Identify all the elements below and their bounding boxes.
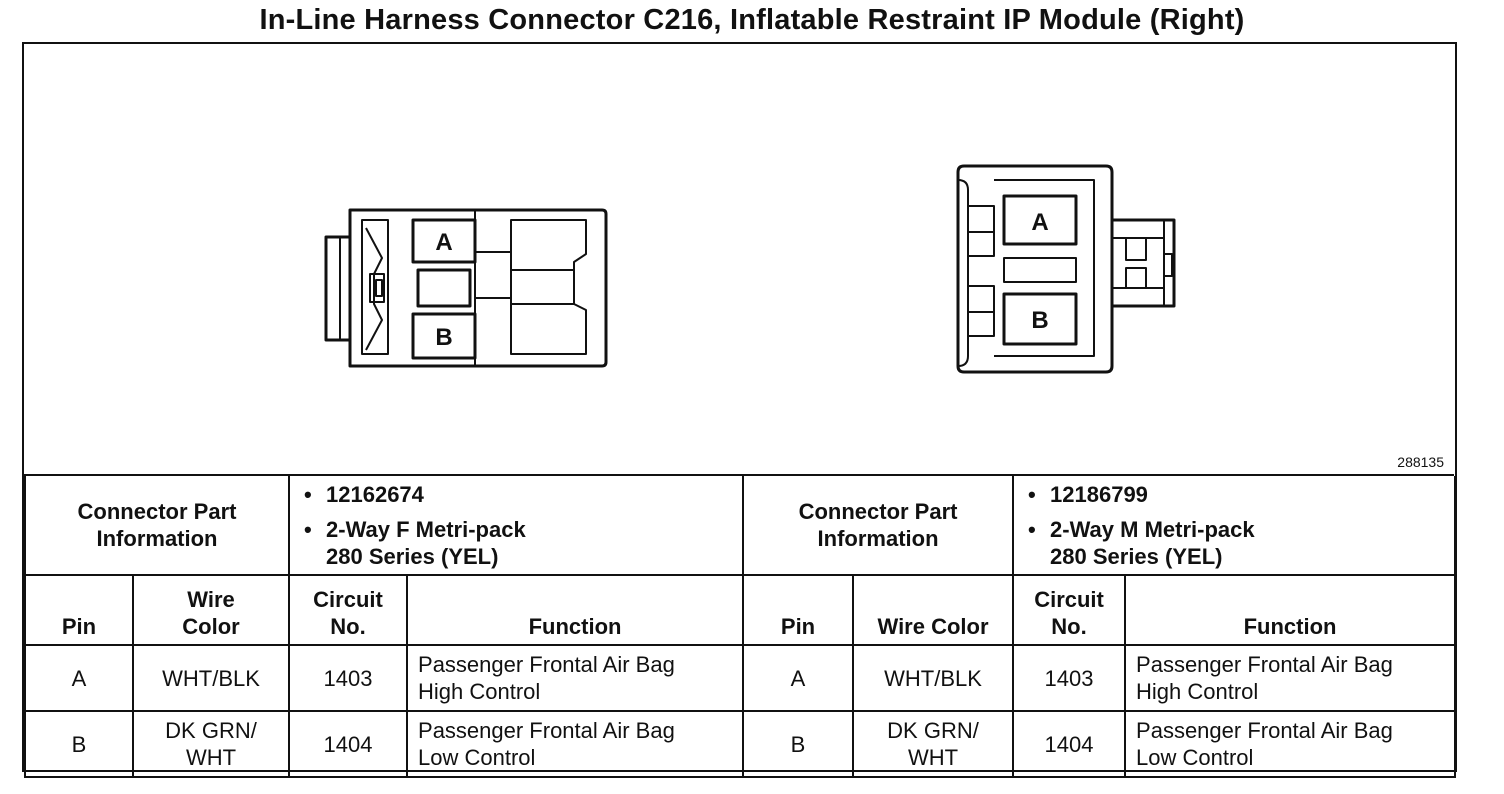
header-wire-color-left: Wire Color xyxy=(131,574,291,646)
connector-sheet: A B A B 288135 Connector Part Informatio… xyxy=(22,42,1457,778)
right-pin-a-label: A xyxy=(1031,209,1048,236)
pin-cell: B xyxy=(24,710,134,778)
function-cell: Passenger Frontal Air Bag High Control xyxy=(1124,644,1457,712)
right-pin-b-label: B xyxy=(1031,307,1048,334)
wire-color-cell: WHT/BLK xyxy=(852,644,1015,712)
terminal-a xyxy=(1002,194,1078,246)
connector-pin-table: Connector Part Information 12162674 2-Wa… xyxy=(23,476,1457,778)
header-pin-right: Pin xyxy=(742,574,855,646)
circuit-cell: 1403 xyxy=(1012,644,1127,712)
part-description-left: 2-Way F Metri-pack 280 Series (YEL) xyxy=(304,516,736,570)
left-pin-a-label: A xyxy=(435,229,452,256)
table-row: B DK GRN/ WHT 1404 Passenger Frontal Air… xyxy=(24,710,1457,778)
connector-diagram-area: A B A B 288135 xyxy=(24,44,1454,476)
connector-part-info-left: 12162674 2-Way F Metri-pack 280 Series (… xyxy=(288,476,745,576)
part-number-right: 12186799 xyxy=(1028,481,1448,508)
circuit-cell: 1404 xyxy=(1012,710,1127,778)
pin-cell: A xyxy=(24,644,134,712)
header-circuit-left: Circuit No. xyxy=(288,574,409,646)
connector-part-info-right: 12186799 2-Way M Metri-pack 280 Series (… xyxy=(1012,476,1457,576)
female-connector-drawing xyxy=(324,208,608,368)
function-cell: Passenger Frontal Air Bag Low Control xyxy=(406,710,745,778)
figure-id: 288135 xyxy=(1397,454,1444,470)
male-connector-drawing xyxy=(956,164,1176,374)
table-header-row: Pin Wire Color Circuit No. Function Pin … xyxy=(24,574,1457,646)
connector-diagram: A B A B xyxy=(324,164,1176,374)
connector-part-info-label-left: Connector Part Information xyxy=(23,476,291,576)
header-function-left: Function xyxy=(406,574,745,646)
connector-info-row: Connector Part Information 12162674 2-Wa… xyxy=(23,476,1457,576)
header-function-right: Function xyxy=(1124,574,1457,646)
header-pin-left: Pin xyxy=(24,574,134,646)
wire-color-cell: WHT/BLK xyxy=(131,644,291,712)
left-pin-b-label: B xyxy=(435,324,452,351)
circuit-cell: 1404 xyxy=(288,710,409,778)
part-description-right: 2-Way M Metri-pack 280 Series (YEL) xyxy=(1028,516,1448,570)
header-circuit-right: Circuit No. xyxy=(1012,574,1127,646)
pin-cell: B xyxy=(742,710,855,778)
header-wire-color-right: Wire Color xyxy=(852,574,1015,646)
circuit-cell: 1403 xyxy=(288,644,409,712)
table-row: A WHT/BLK 1403 Passenger Frontal Air Bag… xyxy=(24,644,1457,712)
wire-color-cell: DK GRN/ WHT xyxy=(131,710,291,778)
wire-color-cell: DK GRN/ WHT xyxy=(852,710,1015,778)
connector-part-info-label-right: Connector Part Information xyxy=(742,476,1015,576)
pin-cell: A xyxy=(742,644,855,712)
page-title: In-Line Harness Connector C216, Inflatab… xyxy=(259,4,1245,36)
terminal-b xyxy=(1002,292,1078,346)
part-number-left: 12162674 xyxy=(304,481,736,508)
function-cell: Passenger Frontal Air Bag High Control xyxy=(406,644,745,712)
function-cell: Passenger Frontal Air Bag Low Control xyxy=(1124,710,1457,778)
